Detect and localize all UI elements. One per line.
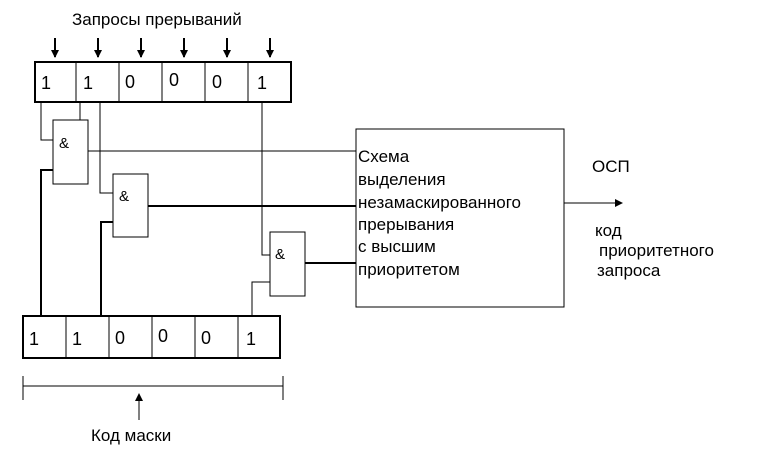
scheme-line-6: приоритетом [358,260,460,279]
request-bit-3: 0 [125,72,135,92]
request-register-frame [34,61,292,103]
requests-title: Запросы прерываний [72,10,242,29]
and-gate-1-symbol: & [59,135,69,152]
mask-bit-1: 1 [29,329,39,349]
and-gate-1: & [52,119,89,185]
and-gate-2-symbol: & [119,188,129,205]
request-bit-6: 1 [257,73,267,93]
scheme-line-2: выделения [358,170,446,189]
request-register: 1 1 0 0 0 1 [34,61,292,103]
gate-output-wiring [88,150,356,264]
priority-scheme-block: Схема выделения незамаскированного преры… [355,128,565,308]
mask-bit-3: 0 [115,328,125,348]
and-gate-3: & [269,231,306,297]
mask-wiring [40,169,270,316]
request-bit-1: 1 [41,73,51,93]
request-bit-2: 1 [83,73,93,93]
output-section: ОСП код приоритетного запроса [564,157,714,280]
and-gate-3-symbol: & [275,246,285,263]
mask-bit-2: 1 [72,329,82,349]
mask-register: 1 1 0 0 0 1 [22,315,281,359]
request-arrows [51,38,274,58]
scheme-line-1: Схема [358,147,410,166]
mask-title: Код маски [91,426,171,445]
scheme-line-3: незамаскированного [358,193,521,212]
request-bit-5: 0 [212,72,222,92]
mask-bit-5: 0 [201,328,211,348]
output-code-line-1: код [595,221,622,240]
output-code-line-2: приоритетного [599,241,714,260]
output-label: ОСП [592,157,630,176]
scheme-line-4: прерывания [358,215,454,234]
priority-scheme-frame [355,128,565,308]
request-bit-4: 0 [169,70,179,90]
mask-bracket [22,376,284,420]
and-gate-2: & [112,173,149,238]
output-code-line-3: запроса [597,261,661,280]
mask-bit-6: 1 [246,329,256,349]
mask-bit-4: 0 [158,326,168,346]
scheme-line-5: с высшим [358,237,436,256]
